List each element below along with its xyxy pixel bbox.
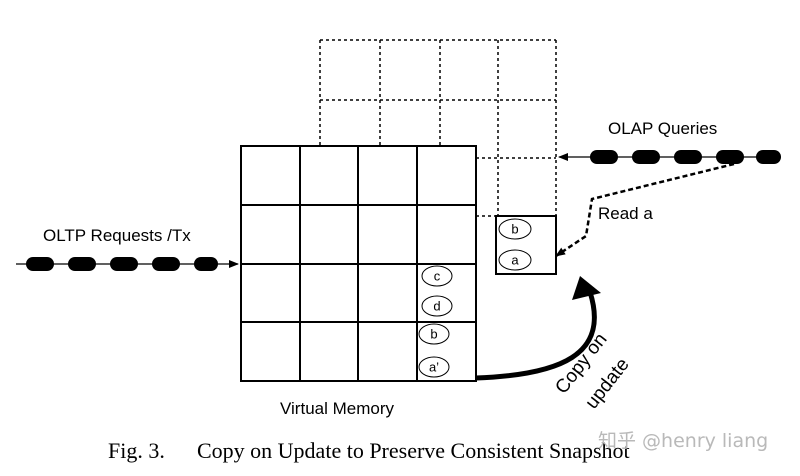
oltp-requests-label: OLTP Requests /Tx bbox=[43, 226, 191, 245]
figure-caption: Copy on Update to Preserve Consistent Sn… bbox=[197, 438, 630, 463]
memory-item: a’ bbox=[418, 356, 450, 378]
virtual-memory-grid bbox=[240, 145, 477, 382]
snapshot-item: a bbox=[498, 249, 532, 271]
olap-query-stream bbox=[558, 150, 781, 164]
memory-item-label: b bbox=[430, 327, 437, 342]
figure-number: Fig. 3. bbox=[108, 438, 165, 463]
memory-item: b bbox=[418, 323, 450, 345]
snapshot-item: b bbox=[498, 218, 532, 240]
oltp-request-stream bbox=[16, 257, 239, 271]
read-a-label: Read a bbox=[598, 204, 653, 223]
olap-queries-label: OLAP Queries bbox=[608, 119, 717, 138]
copy-on-update-arrow bbox=[475, 291, 597, 381]
memory-item-label: a’ bbox=[429, 360, 439, 375]
memory-item: c bbox=[421, 265, 453, 287]
virtual-memory-label: Virtual Memory bbox=[280, 399, 394, 418]
read-a-arrow bbox=[555, 162, 735, 258]
memory-item-label: d bbox=[433, 299, 440, 314]
watermark: 知乎 @henry liang bbox=[598, 430, 768, 452]
copy-on-update-arrowhead bbox=[572, 276, 601, 300]
memory-item: d bbox=[421, 295, 453, 317]
snapshot-item-label: a bbox=[511, 253, 519, 268]
memory-item-label: c bbox=[434, 269, 441, 284]
snapshot-item-label: b bbox=[511, 222, 518, 237]
